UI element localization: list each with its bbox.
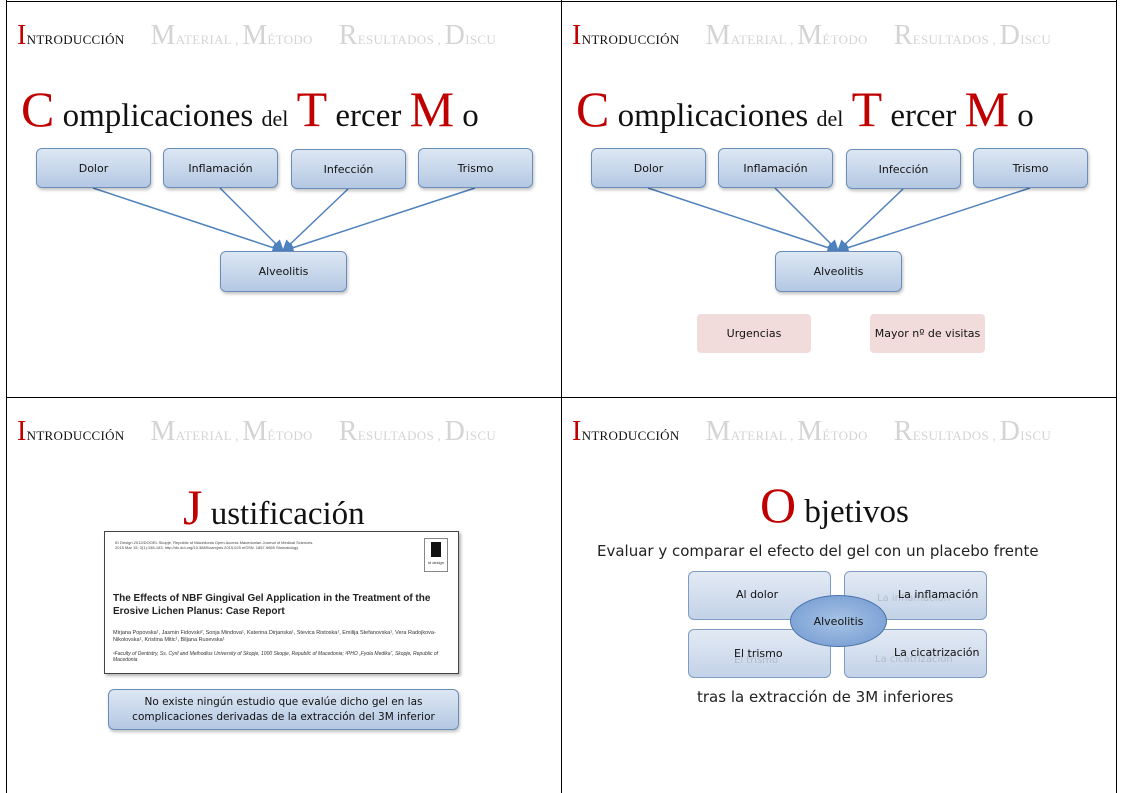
section-nav: INTRODUCCIÓN MATERIAL , MÉTODO RESULTADOS …: [572, 416, 1051, 448]
paper-affiliations: ¹Faculty of Dentistry, Ss. Cyril and Met…: [113, 651, 439, 663]
nav-resultados-discusion[interactable]: RESULTADOS , DISCU: [338, 416, 497, 447]
nav-introduccion[interactable]: INTRODUCCIÓN: [17, 416, 125, 447]
paper-title: The Effects of NBF Gingival Gel Applicat…: [113, 593, 431, 617]
nav-introduccion[interactable]: INTRODUCCIÓN: [572, 416, 680, 447]
slide-title: C omplicaciones del T ercer M o: [21, 81, 479, 137]
middle-divider: [561, 0, 562, 793]
note-box: No existe ningún estudio que evalúe dich…: [108, 689, 459, 730]
objective-line-1: Evaluar y comparar el efecto del gel con…: [597, 542, 1039, 560]
objective-line-2: tras la extracción de 3M inferiores: [697, 688, 954, 706]
slide-3: INTRODUCCIÓN MATERIAL , MÉTODO RESULTADOS …: [7, 398, 561, 793]
box-inflamacion: Inflamación: [163, 148, 278, 188]
horizontal-divider: [6, 397, 1117, 398]
nav-material-metodo[interactable]: MATERIAL , MÉTODO: [150, 416, 313, 447]
box-infeccion: Infección: [291, 149, 406, 189]
nav-material-metodo[interactable]: MATERIAL , MÉTODO: [705, 416, 868, 447]
nav-resultados-discusion[interactable]: RESULTADOS , DISCU: [893, 20, 1052, 51]
slide-1: INTRODUCCIÓN MATERIAL , MÉTODO RESULTADOS …: [7, 2, 561, 397]
nav-material-metodo[interactable]: MATERIAL , MÉTODO: [150, 20, 313, 51]
box-alveolitis: Alveolitis: [775, 251, 902, 292]
nav-introduccion[interactable]: INTRODUCCIÓN: [572, 20, 680, 51]
paper-meta: ID Design 2012/DOOEL Skopje, Republic of…: [115, 540, 314, 550]
arrows: [92, 187, 476, 254]
top-border: [6, 1, 1117, 2]
journal-logo: id design: [424, 538, 448, 572]
nav-resultados-discusion[interactable]: RESULTADOS , DISCU: [338, 20, 497, 51]
box-trismo: Trismo: [973, 148, 1088, 188]
paper-authors: Mirjana Popovska¹, Jasmin Fidovski², Son…: [113, 630, 436, 643]
slide-title: O bjetivos: [760, 477, 909, 533]
slide-title: J ustificación: [183, 479, 365, 535]
box-alveolitis: Alveolitis: [220, 251, 347, 292]
slide-2: INTRODUCCIÓN MATERIAL , MÉTODO RESULTADOS …: [562, 2, 1116, 397]
section-nav: INTRODUCCIÓN MATERIAL , MÉTODO RESULTADOS …: [17, 416, 496, 448]
nav-introduccion[interactable]: INTRODUCCIÓN: [17, 20, 125, 51]
ghost-text: La inflamación: [877, 593, 951, 604]
slide-4: INTRODUCCIÓN MATERIAL , MÉTODO RESULTADOS …: [562, 398, 1116, 793]
box-trismo: Trismo: [418, 148, 533, 188]
right-border: [1116, 0, 1117, 793]
arrows: [647, 187, 1031, 254]
ghost-text: La cicatrización: [875, 654, 953, 665]
box-urgencias: Urgencias: [697, 314, 811, 353]
box-dolor: Dolor: [36, 148, 151, 188]
box-inflamacion: Inflamación: [718, 148, 833, 188]
box-mayor-visitas: Mayor nº de visitas: [870, 314, 985, 353]
ghost-text: El trismo: [734, 655, 779, 666]
nav-material-metodo[interactable]: MATERIAL , MÉTODO: [705, 20, 868, 51]
slide-title: C omplicaciones del T ercer M o: [576, 81, 1034, 137]
section-nav: INTRODUCCIÓN MATERIAL , MÉTODO RESULTADOS …: [572, 20, 1051, 52]
paper-thumbnail: ID Design 2012/DOOEL Skopje, Republic of…: [104, 531, 459, 674]
box-infeccion: Infección: [846, 149, 961, 189]
section-nav: INTRODUCCIÓN MATERIAL , MÉTODO RESULTADOS …: [17, 20, 496, 52]
box-dolor: Dolor: [591, 148, 706, 188]
left-border: [6, 0, 7, 793]
nav-resultados-discusion[interactable]: RESULTADOS , DISCU: [893, 416, 1052, 447]
center-alveolitis: Alveolitis: [790, 595, 887, 647]
